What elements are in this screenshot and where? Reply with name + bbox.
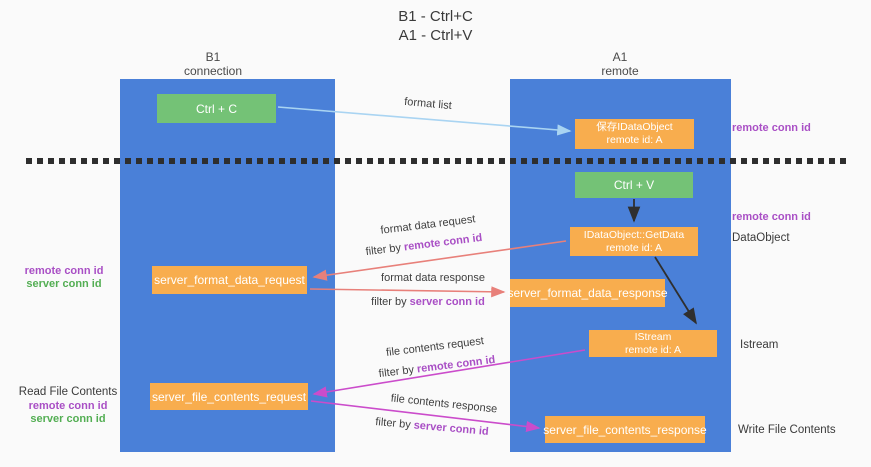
label-fds-filter-prefix: filter by bbox=[371, 296, 407, 308]
legend2-remote-conn-id: remote conn id bbox=[28, 400, 108, 412]
arrow-format-data-response bbox=[309, 286, 506, 298]
label-fdr-filter-key: remote conn id bbox=[403, 231, 483, 254]
title-line-1: B1 - Ctrl+C bbox=[398, 8, 473, 25]
side-label-write-file-contents: Write File Contents bbox=[738, 424, 836, 436]
node-ctrl-c-label: Ctrl + C bbox=[195, 101, 237, 116]
lane-b1-role: connection bbox=[183, 64, 243, 78]
lane-header-a1: A1 remote bbox=[601, 50, 638, 78]
side-label-remote-conn-id-top: remote conn id bbox=[732, 122, 811, 134]
node-ctrl-c: Ctrl + C bbox=[157, 94, 276, 123]
node-fmt-req-label: server_format_data_request bbox=[154, 273, 305, 287]
node-fmt-res-label: server_format_data_response bbox=[507, 286, 668, 300]
left-legend-format: remote conn id server conn id bbox=[18, 265, 110, 291]
label-fcr-text: file contents request bbox=[385, 335, 485, 359]
node-server-format-data-request: server_format_data_request bbox=[152, 266, 307, 294]
node-server-file-contents-response: server_file_contents_response bbox=[543, 416, 707, 443]
label-fds-filter-key: server conn id bbox=[409, 296, 485, 308]
node-istream: IStream remote id: A bbox=[589, 330, 717, 357]
side-label-remote-conn-id-mid: remote conn id bbox=[732, 211, 811, 223]
legend2-server-conn-id: server conn id bbox=[30, 413, 106, 425]
label-fdr-filter-prefix: filter by bbox=[365, 241, 402, 259]
lane-a1-name: A1 bbox=[612, 50, 628, 64]
node-istream-line1: IStream bbox=[634, 330, 672, 343]
node-ctrl-v: Ctrl + V bbox=[575, 172, 693, 198]
label-fcr-filter-prefix: filter by bbox=[378, 363, 415, 381]
node-save-line1: 保存IDataObject bbox=[596, 121, 673, 133]
label-format-list-text: format list bbox=[403, 95, 453, 113]
lane-b1-name: B1 bbox=[205, 50, 221, 64]
node-save-idataobject: 保存IDataObject remote id: A bbox=[575, 119, 694, 149]
label-format-data-response: format data response bbox=[381, 272, 485, 284]
node-file-res-label: server_file_contents_response bbox=[543, 422, 707, 437]
session-divider-dashed-line bbox=[26, 158, 846, 164]
label-fds-text: format data response bbox=[381, 272, 485, 284]
legend1-remote-conn-id: remote conn id bbox=[24, 265, 104, 277]
node-save-line2: remote id: A bbox=[606, 134, 663, 146]
label-format-list: format list bbox=[404, 96, 453, 112]
label-file-contents-request: file contents request bbox=[385, 335, 484, 359]
side-label-dataobject: DataObject bbox=[732, 232, 790, 244]
node-server-file-contents-request: server_file_contents_request bbox=[150, 383, 308, 410]
diagram-title: B1 - Ctrl+C A1 - Ctrl+V bbox=[0, 7, 871, 45]
node-ctrl-v-label: Ctrl + V bbox=[613, 178, 655, 192]
title-line-2: A1 - Ctrl+V bbox=[398, 27, 473, 44]
label-file-contents-response: file contents response bbox=[390, 392, 498, 415]
node-getdata-line1: IDataObject::GetData bbox=[583, 228, 685, 241]
label-fcs-filter-prefix: filter by bbox=[374, 416, 412, 432]
node-server-format-data-response: server_format_data_response bbox=[507, 279, 668, 307]
label-fcr-filter-key: remote conn id bbox=[416, 353, 496, 376]
node-istream-line2: remote id: A bbox=[624, 343, 682, 356]
node-file-req-label: server_file_contents_request bbox=[151, 389, 307, 404]
lane-a1-role: remote bbox=[601, 64, 639, 78]
side-label-istream: Istream bbox=[740, 339, 779, 351]
lane-header-b1: B1 connection bbox=[184, 50, 242, 78]
node-idataobject-getdata: IDataObject::GetData remote id: A bbox=[570, 227, 698, 256]
legend1-server-conn-id: server conn id bbox=[26, 278, 102, 290]
label-fcs-filter-key: server conn id bbox=[413, 419, 490, 438]
label-fcs-text: file contents response bbox=[390, 392, 498, 416]
left-legend-file: Read File Contents remote conn id server… bbox=[14, 385, 122, 426]
legend2-read-file-contents: Read File Contents bbox=[18, 386, 118, 398]
node-getdata-line2: remote id: A bbox=[605, 241, 663, 254]
